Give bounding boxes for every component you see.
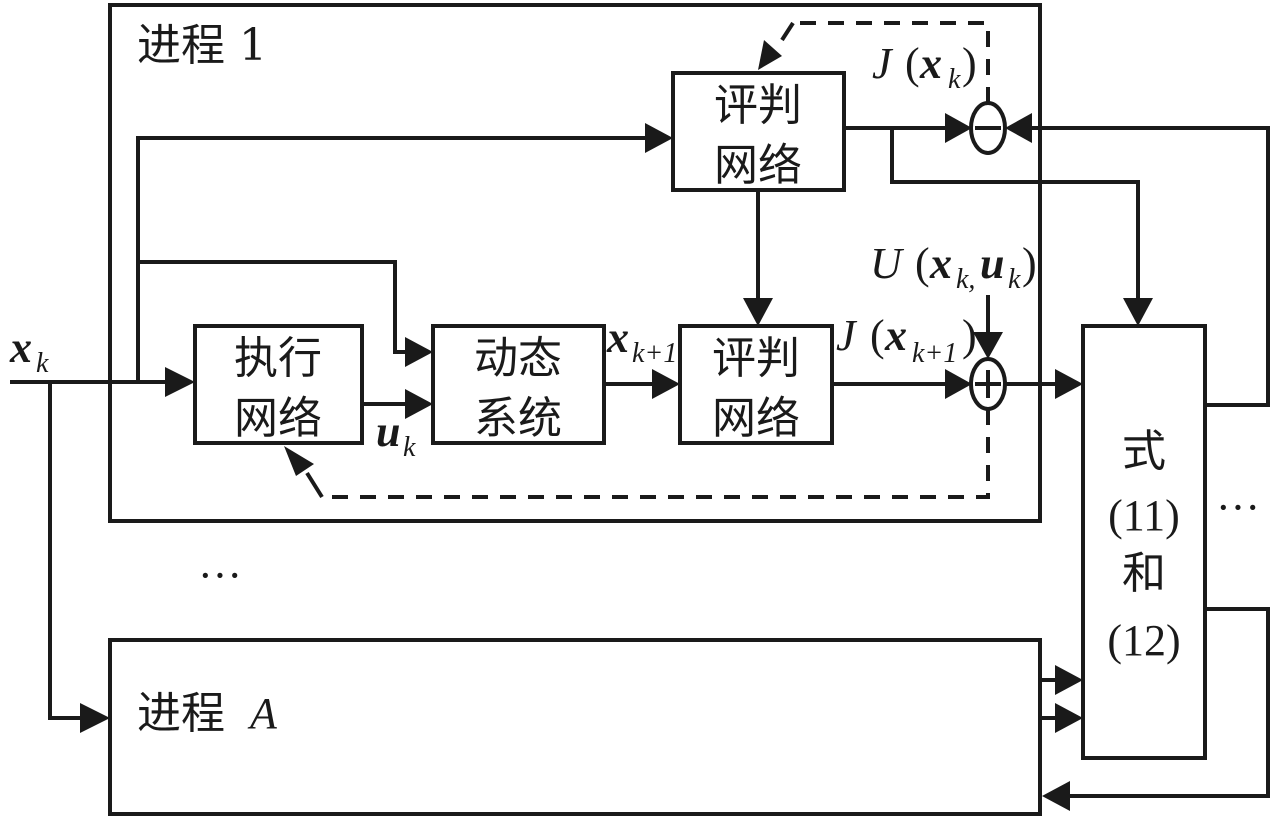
k1-subscript: k+1 xyxy=(632,338,677,369)
arrow-into-minus-node xyxy=(1005,113,1032,143)
x-symbol: x xyxy=(929,239,952,288)
process-a-label-text: 进程 xyxy=(137,688,225,739)
process-1-box xyxy=(108,3,1042,523)
paren: ) xyxy=(962,39,977,88)
u-symbol: u xyxy=(376,407,400,456)
arrow-to-equation-box xyxy=(1123,298,1153,326)
arrow-to-minus-node xyxy=(945,113,972,143)
arrow-to-top-critic xyxy=(645,123,673,153)
process-a-label: 进程 A xyxy=(137,688,278,739)
bottom-critic-line-2: 网络 xyxy=(712,393,800,444)
dynamic-system-line-1: 动态 xyxy=(474,333,562,384)
k1-subscript: k+1 xyxy=(912,338,957,369)
uk-label: u k xyxy=(376,407,416,463)
line-to-process-a xyxy=(48,382,80,720)
k-subscript: k xyxy=(36,348,49,379)
arrow-control-to-dynamic xyxy=(405,389,433,419)
top-critic-line-1: 评判 xyxy=(714,80,802,131)
k-subscript: k xyxy=(948,64,961,95)
arrow-to-process-a xyxy=(80,703,110,733)
paren: ) xyxy=(962,311,977,360)
k-subscript: k xyxy=(1008,264,1021,295)
equation-line-4: (12) xyxy=(1107,616,1180,665)
arrow-to-plus-node xyxy=(945,369,972,399)
critic-error-feedback xyxy=(793,21,990,103)
ellipsis-middle: ··· xyxy=(198,551,242,600)
j-xk-label: J ( x k ) xyxy=(872,39,977,95)
u-symbol: u xyxy=(980,239,1004,288)
arrow-to-actor xyxy=(165,367,195,397)
paren: ( xyxy=(905,39,920,88)
dynamic-system-line-2: 系统 xyxy=(474,393,562,444)
paren: ( xyxy=(915,239,930,288)
line-to-equation-box xyxy=(890,128,1140,298)
arrow-utility-to-plus xyxy=(973,332,1003,359)
x-symbol: x xyxy=(919,39,942,88)
x-symbol: x xyxy=(9,323,32,372)
arrow-to-dynamic-system-state xyxy=(405,337,433,367)
critic-error-feedback-tail xyxy=(780,21,795,42)
arrow-critic-copy xyxy=(743,298,773,326)
u-utility-symbol: U xyxy=(870,239,905,288)
arrow-sum-to-equation xyxy=(1055,369,1083,399)
equation-line-2: (11) xyxy=(1108,491,1180,540)
k-subscript: k, xyxy=(956,264,975,295)
arrow-into-process-a xyxy=(1042,781,1070,811)
input-xk-label: x k xyxy=(9,323,49,379)
equation-line-1: 式 xyxy=(1122,426,1166,477)
x-symbol: x xyxy=(884,311,907,360)
process-a-box xyxy=(108,638,1042,816)
xk1-label: x k+1 xyxy=(606,313,677,369)
actor-error-feedback xyxy=(330,409,990,499)
x-symbol: x xyxy=(606,313,629,362)
ellipsis-right: ··· xyxy=(1216,483,1260,532)
paren: ( xyxy=(870,311,885,360)
actor-network-line-2: 网络 xyxy=(234,393,322,444)
arrow-to-top-critic-feedback xyxy=(758,40,782,70)
line-equation-to-process-a xyxy=(1070,607,1270,798)
process-1-label: 进程 1 xyxy=(137,20,267,71)
line-to-dynamic-system xyxy=(138,260,405,354)
top-critic-line-2: 网络 xyxy=(714,140,802,191)
process-a-variable: A xyxy=(247,689,278,738)
bottom-critic-line-1: 评判 xyxy=(712,333,800,384)
line-from-equation-to-minus xyxy=(1032,126,1270,407)
line-to-top-critic xyxy=(136,136,645,382)
equation-box xyxy=(1081,324,1207,760)
arrow-to-bottom-critic xyxy=(652,369,680,399)
j-xk1-label: J ( x k+1 ) xyxy=(836,311,977,369)
j-symbol: J xyxy=(872,39,894,88)
arrow-to-actor-feedback xyxy=(284,446,314,476)
arrow-process-a-2 xyxy=(1055,703,1083,733)
actor-network-line-1: 执行 xyxy=(234,333,322,384)
k-subscript: k xyxy=(403,432,416,463)
paren: ) xyxy=(1022,239,1037,288)
actor-network-box xyxy=(193,324,364,445)
dynamic-system-box xyxy=(431,324,606,445)
equation-line-3: 和 xyxy=(1122,548,1166,599)
j-symbol: J xyxy=(836,311,858,360)
utility-label: U ( x k, u k ) xyxy=(870,239,1037,295)
actor-error-feedback-tail xyxy=(305,471,324,499)
arrow-process-a-1 xyxy=(1055,665,1083,695)
